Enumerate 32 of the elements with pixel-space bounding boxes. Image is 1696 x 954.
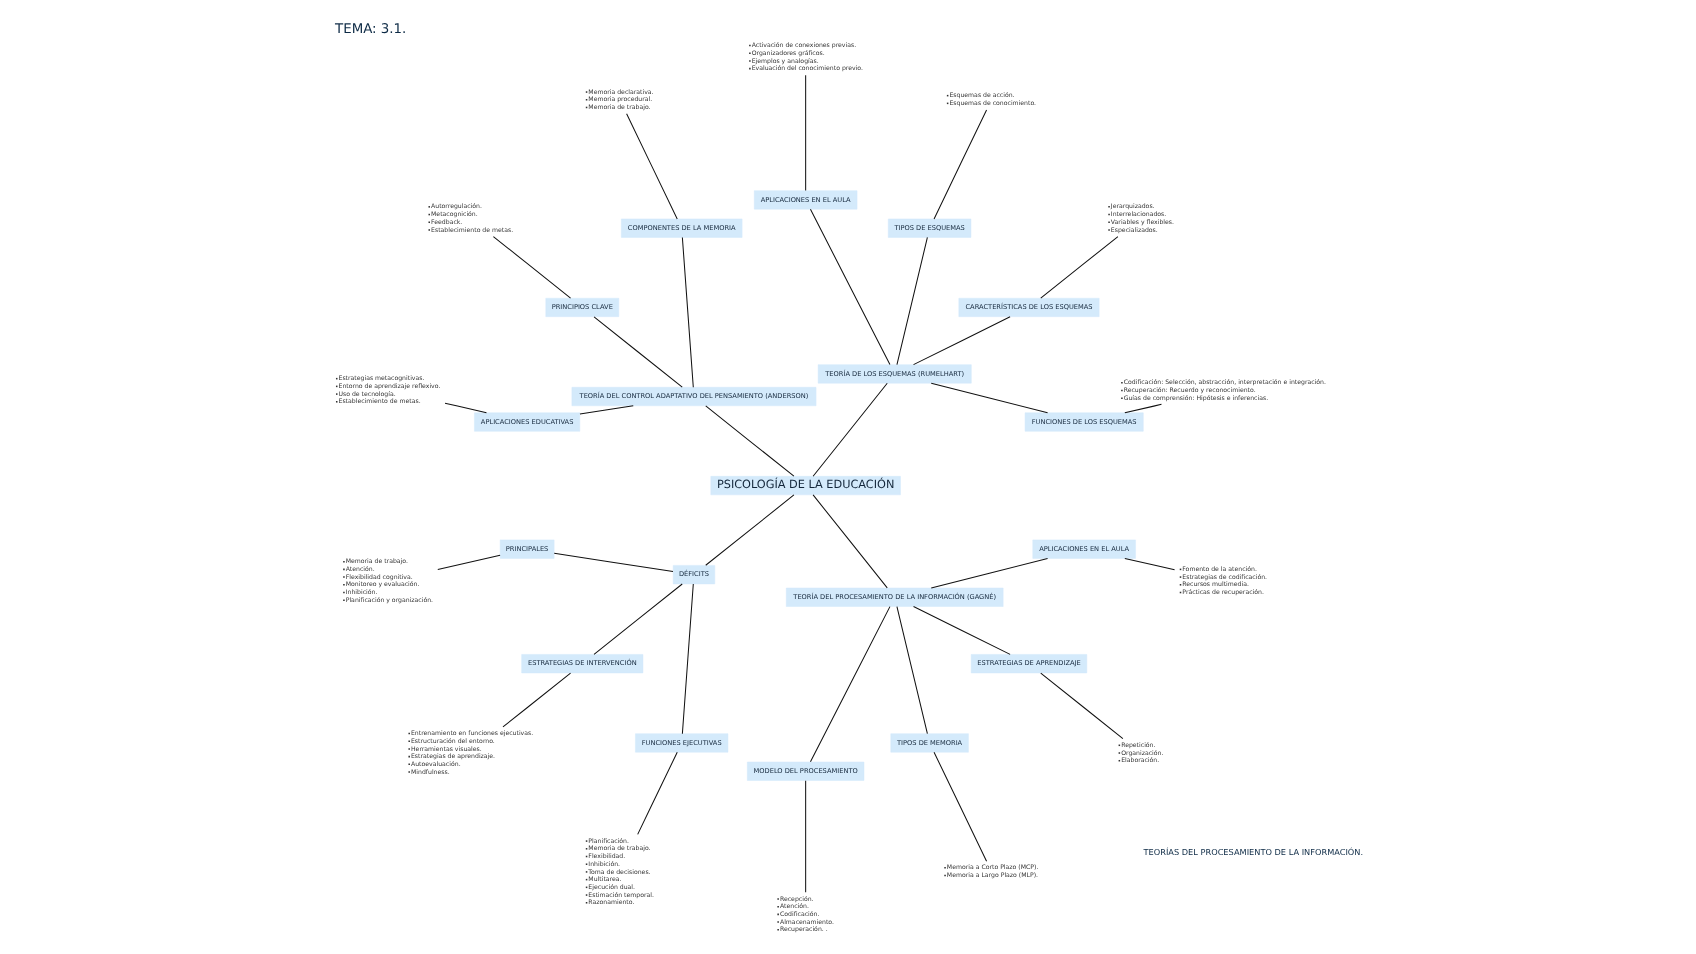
connector [1123,402,1161,413]
connector [932,108,987,219]
connector [804,779,806,892]
connector [501,671,571,727]
connector [1039,671,1123,739]
connector [436,553,500,570]
connector [491,235,571,298]
connector [625,112,677,219]
connector [680,235,693,387]
connector [895,605,927,734]
connector [704,493,794,565]
connector [578,404,633,414]
connector [808,207,890,365]
connector [592,315,682,387]
connector [811,493,887,588]
connector [929,556,1048,588]
connector [932,750,987,861]
connector [808,605,890,762]
connector [704,404,794,476]
connector [592,582,682,654]
connector [1123,556,1175,570]
connector [912,605,1010,654]
connector [443,401,486,413]
connector [895,235,927,365]
connector [804,73,806,191]
connector [636,750,677,834]
connector [552,551,673,571]
connector [1039,235,1118,298]
connector [929,381,1048,413]
connector [680,582,693,734]
connector [811,381,887,476]
connector [912,315,1010,365]
